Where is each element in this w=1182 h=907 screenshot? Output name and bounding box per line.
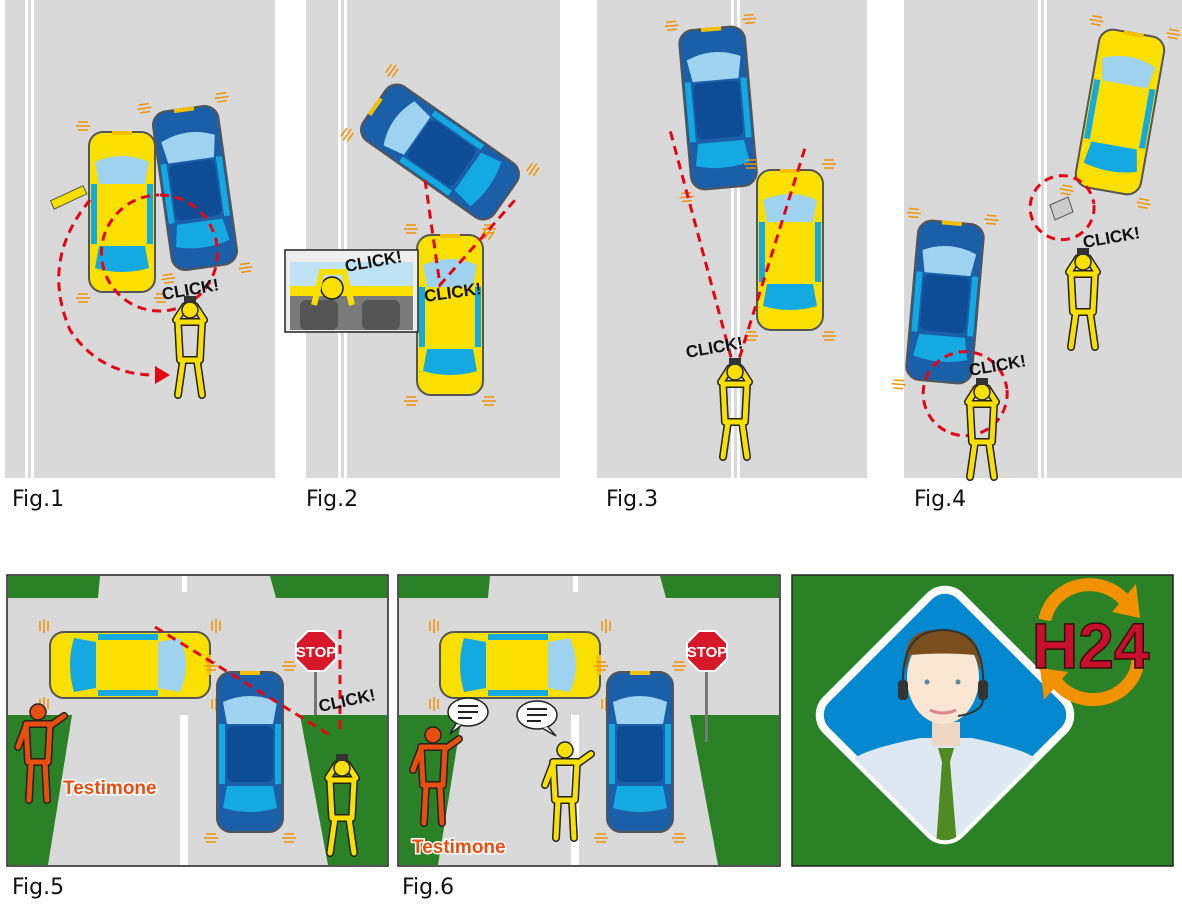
h24-logo: H24: [1031, 578, 1151, 707]
fig6-stop-text: STOP: [687, 644, 728, 661]
fig4-dashed-circle-1: [1028, 174, 1096, 242]
fig4-photographer-2: [964, 378, 1000, 481]
fig5-photographer: [324, 754, 360, 857]
fig4-yellow-car: [1059, 14, 1181, 210]
fig6-witness-label: Testimone: [412, 837, 506, 858]
assistance-h24-panel: H24: [791, 574, 1174, 867]
operator-face: [907, 632, 979, 724]
arrow-head-icon: [155, 366, 170, 384]
fig6-driver: [541, 741, 595, 842]
fig5-yellow-car: [39, 619, 221, 711]
fig2-blue-car: [340, 63, 540, 241]
fig2-dashed-lines: [423, 179, 517, 289]
fig3-label: Fig.3: [606, 487, 658, 512]
fig6-witness: [409, 726, 463, 827]
fig1-blue-car: [137, 92, 253, 284]
fig5-blue-car: [204, 661, 296, 843]
fig6-stop-sign: STOP: [686, 630, 728, 742]
fig5-label: Fig.5: [12, 875, 64, 900]
fig3-yellow-car: [744, 159, 836, 341]
h24-logo-text: H24: [1032, 610, 1150, 682]
fig1-photographer: [172, 296, 208, 399]
fig6-speech-bubbles: [447, 697, 558, 737]
fig4-label: Fig.4: [914, 487, 966, 512]
fig1-dashed-arrow: [57, 199, 156, 377]
fig2-label: Fig.2: [306, 487, 358, 512]
fig1-yellow-car: [76, 121, 168, 303]
fig5-stop-text: STOP: [296, 644, 337, 661]
fig4-blue-car: [891, 207, 999, 397]
markings-layer: [14, 129, 1101, 857]
fig3-dashed-lines: [668, 129, 807, 373]
fig3-blue-car: [664, 13, 772, 203]
fig6-label: Fig.6: [402, 875, 454, 900]
fig2-inset-interior-view: CLICK!: [284, 247, 419, 333]
debris-icon: [1049, 196, 1074, 221]
fig1-label: Fig.1: [12, 487, 64, 512]
fig5-witness-label: Testimone: [63, 778, 157, 799]
fig1-dashed-circle: [100, 193, 219, 313]
fig4-photographer-1: [1065, 248, 1101, 351]
fig6-yellow-car: [429, 619, 611, 711]
fig5-stop-sign: STOP: [295, 630, 337, 715]
fig2-yellow-car: [404, 224, 496, 406]
fig5-dashed-lines: [154, 625, 342, 737]
fig6-blue-car: [594, 661, 686, 843]
fig5-witness: [14, 703, 68, 804]
open-door: [49, 184, 88, 210]
fig3-photographer: [717, 358, 753, 461]
cars-layer: [39, 13, 1181, 843]
